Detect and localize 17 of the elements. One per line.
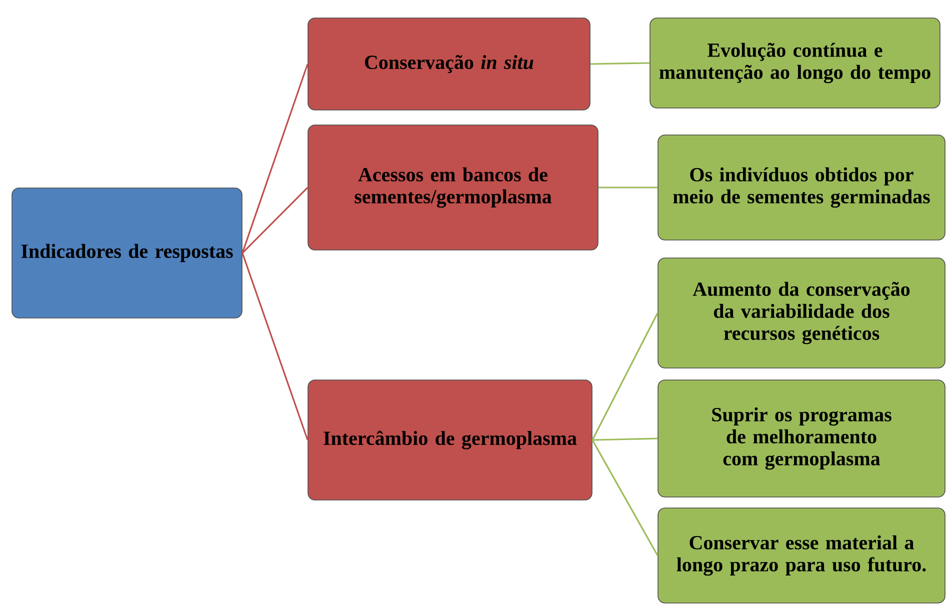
category-box: Conservação in situ xyxy=(308,18,590,110)
connector-line xyxy=(598,186,658,188)
connector-line xyxy=(242,252,308,440)
result-box: Os indivíduos obtidos por meio de sementes germinadas xyxy=(658,134,946,240)
connector-line xyxy=(592,438,658,441)
root-box: Indicadores de respostas xyxy=(12,188,242,318)
result-box: Evolução contínua e manutenção ao longo do tempo xyxy=(650,18,940,108)
connector-line xyxy=(590,62,650,65)
connector-line xyxy=(242,64,308,254)
category-box: Acessos em bancos de sementes/germoplasma xyxy=(308,124,598,250)
category-box: Intercâmbio de germoplasma xyxy=(308,380,592,500)
result-box: Aumento da conservação da variabilidade dos recursos genéticos xyxy=(658,258,946,368)
connector-line xyxy=(242,186,308,254)
connector-line xyxy=(592,440,658,556)
result-box: Conservar esse material a longo prazo para uso futuro. xyxy=(658,508,946,604)
result-box: Suprir os programas de melhoramento com germoplasma xyxy=(658,380,946,498)
connector-line xyxy=(592,312,658,440)
